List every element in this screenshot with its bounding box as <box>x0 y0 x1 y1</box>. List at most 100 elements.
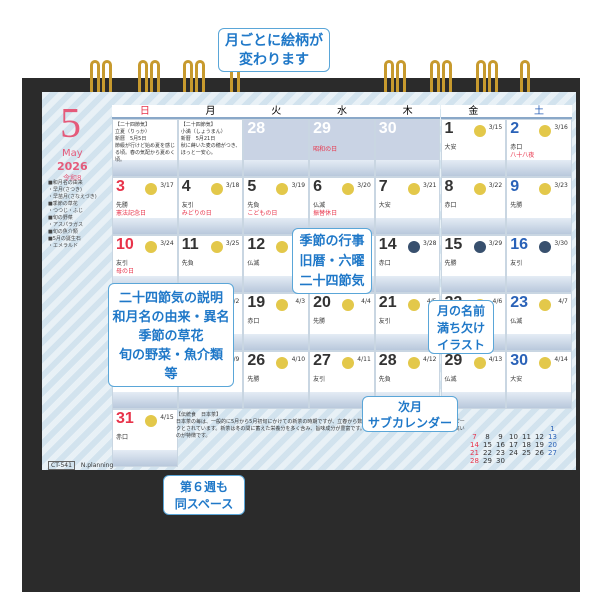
side-info-text: ■和月名の由来 ・早月(さつき) ・早苗月(さなえづき) ■季節の草花 ・つつじ… <box>48 180 97 249</box>
setsuki-date: 新暦 5月5日 <box>115 136 147 142</box>
day-number: 2 <box>510 120 520 137</box>
setsuki-name: 立夏（りっか） <box>115 129 151 135</box>
moon-phase-icon <box>276 183 289 195</box>
event-label: 憲法記念日 <box>116 210 147 217</box>
subcal-day: 26 <box>535 449 544 457</box>
rokuyo-label: 先勝 <box>444 260 457 267</box>
subcal-day: 1 <box>550 425 555 433</box>
day-cell[interactable]: 【二十四節気】立夏（りっか）新暦 5月5日節級が行けど始め夏を感じる頃。春の気配… <box>112 119 178 177</box>
lunar-date: 4/11 <box>357 356 371 363</box>
cell-band <box>244 334 309 350</box>
subcal-day: 17 <box>509 441 518 449</box>
day-number: 14 <box>378 236 397 253</box>
cell-band <box>113 392 177 408</box>
cell-band <box>178 218 243 234</box>
rokuyo-label: 赤口 <box>378 260 391 267</box>
day-cell[interactable]: 28 <box>243 119 310 177</box>
lunar-date: 3/29 <box>488 240 503 247</box>
day-cell[interactable]: 30 <box>374 119 441 177</box>
day-number: 28 <box>247 120 266 137</box>
rokuyo-label: 赤口 <box>444 202 457 209</box>
setsuki-name: 小満（しょうまん） <box>180 129 226 135</box>
callout-moon: 月の名前 満ち欠け イラスト <box>428 300 494 354</box>
subcal-day: 25 <box>522 449 531 457</box>
moon-phase-icon <box>539 183 552 195</box>
day-number: 26 <box>247 352 266 369</box>
subcal-day: 22 <box>483 449 492 457</box>
event-label: こどもの日 <box>247 210 278 217</box>
lunar-date: 4/6 <box>492 298 503 305</box>
day-number: 21 <box>378 294 397 311</box>
binder-ring <box>520 60 530 96</box>
binder-ring <box>476 60 486 96</box>
subcal-day: 7 <box>472 433 477 441</box>
binder-ring <box>183 60 193 96</box>
moon-phase-icon <box>342 183 355 195</box>
rokuyo-label: 大安 <box>444 144 457 151</box>
subcal-day: 14 <box>470 441 479 449</box>
binder-ring <box>442 60 452 96</box>
binder-ring <box>396 60 406 96</box>
lunar-date: 4/7 <box>558 298 568 305</box>
callout-monthly-design: 月ごとに絵柄が 変わります <box>218 28 330 72</box>
day-number: 11 <box>181 236 199 253</box>
rokuyo-label: 先勝 <box>313 318 326 325</box>
era: 令和8 <box>63 174 82 182</box>
product-code: CT-541 <box>48 461 75 470</box>
event-label: 八十八夜 <box>510 152 535 159</box>
rokuyo-label: 先勝 <box>116 202 129 209</box>
subcal-day: 29 <box>483 457 492 465</box>
month-number: 5 <box>60 101 81 147</box>
subcal-day: 28 <box>470 457 479 465</box>
rokuyo-label: 仏滅 <box>510 318 523 325</box>
event-label: 昭和の日 <box>313 146 338 153</box>
day-number: 4 <box>181 178 191 195</box>
lunar-date: 4/15 <box>160 414 174 421</box>
weekday-header: 土 <box>506 105 572 119</box>
moon-phase-icon <box>407 183 420 195</box>
subcal-day: 18 <box>522 441 531 449</box>
day-number: 27 <box>313 352 331 369</box>
subcal-day: 8 <box>485 433 490 441</box>
event-label: みどりの日 <box>181 210 212 217</box>
subcal-row: 1 <box>468 425 573 433</box>
lunar-date: 4/12 <box>423 356 437 363</box>
callout-explanations: 二十四節気の説明 和月名の由来・異名 季節の草花 旬の野菜・魚介類 等 <box>108 283 234 387</box>
lunar-date: 3/23 <box>554 182 568 189</box>
day-number: 20 <box>313 294 331 311</box>
rokuyo-label: 先負 <box>247 202 260 209</box>
rokuyo-label: 先負 <box>378 376 391 383</box>
setsuki-text: 秋に蒔いた麦の穂がつき、ほっと一安心。 <box>180 143 241 156</box>
lunar-date: 4/13 <box>488 356 503 363</box>
binder-ring <box>384 60 394 96</box>
setsuki-title: 【二十四節気】 <box>180 122 216 128</box>
lunar-date: 4/2 <box>229 298 240 305</box>
lunar-date: 3/20 <box>357 182 371 189</box>
day-cell[interactable]: 【二十四節気】小満（しょうまん）新暦 5月21日秋に蒔いた麦の穂がつき、ほっと一… <box>177 119 244 177</box>
